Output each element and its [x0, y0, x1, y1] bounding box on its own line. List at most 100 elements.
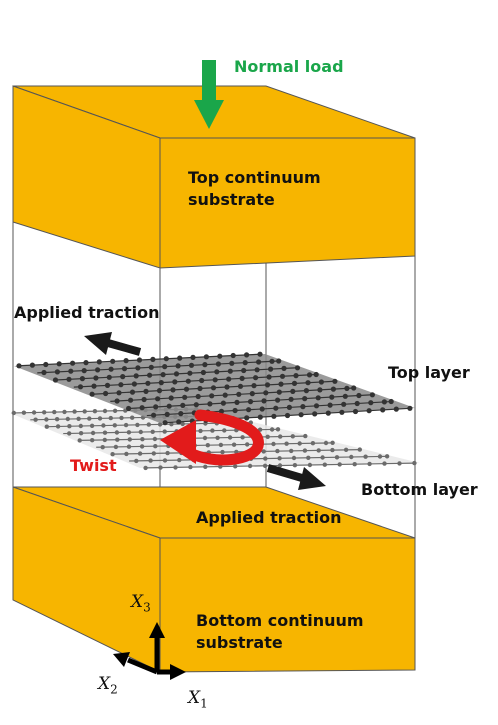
top-layer-sheet — [14, 351, 415, 426]
atom — [316, 448, 321, 453]
atom — [249, 391, 255, 397]
bottom-substrate-label: Bottom continuum substrate — [196, 611, 364, 652]
atom — [21, 410, 27, 415]
coordinate-axes-icon — [113, 622, 186, 680]
atom — [76, 416, 81, 421]
atom — [343, 447, 349, 452]
atom — [294, 365, 301, 371]
atom — [279, 373, 286, 379]
atom — [131, 381, 137, 387]
atom — [102, 408, 108, 414]
atom — [262, 463, 268, 468]
atom — [215, 361, 221, 367]
atom — [135, 422, 140, 428]
atom — [368, 400, 374, 406]
atom — [133, 373, 139, 379]
twist-label: Twist — [70, 456, 117, 475]
bottom-substrate-block — [12, 486, 416, 673]
atom — [170, 387, 176, 393]
atom — [259, 406, 265, 412]
atom — [112, 423, 118, 428]
atom — [195, 393, 201, 400]
atom — [234, 399, 240, 405]
atom — [43, 361, 49, 368]
atom — [81, 368, 87, 374]
atom — [193, 402, 199, 408]
atom — [165, 450, 170, 456]
atom — [263, 390, 269, 396]
atom — [251, 383, 257, 389]
atom — [175, 363, 181, 369]
atom — [110, 452, 115, 457]
atom — [173, 371, 180, 377]
atom — [276, 358, 282, 364]
normal-load-label: Normal load — [234, 57, 344, 76]
atom — [352, 462, 357, 467]
atom — [293, 373, 299, 379]
atom — [209, 393, 215, 399]
atom — [89, 391, 95, 397]
atom — [156, 388, 163, 394]
atom — [141, 396, 147, 403]
atom — [271, 441, 276, 447]
atom — [112, 408, 118, 413]
atom — [83, 360, 89, 366]
atom — [188, 464, 193, 470]
atom — [42, 410, 47, 415]
atom — [139, 405, 145, 411]
atom — [269, 358, 275, 364]
atom — [318, 379, 324, 385]
atom — [315, 395, 321, 401]
atom — [202, 435, 208, 441]
atom — [33, 417, 38, 422]
atom — [150, 429, 155, 434]
atom — [363, 454, 368, 459]
twist-arrow-icon — [160, 409, 264, 466]
atom — [332, 378, 338, 384]
atom — [330, 447, 335, 453]
atom — [266, 374, 272, 380]
normal-load-arrow-icon — [194, 60, 224, 129]
atom — [103, 390, 109, 397]
atom — [384, 454, 390, 459]
atom — [341, 401, 347, 407]
atom — [100, 445, 105, 450]
atom — [222, 392, 228, 398]
atom — [302, 448, 308, 453]
atom — [217, 353, 223, 359]
atom — [337, 462, 342, 467]
atom — [102, 437, 108, 443]
atom — [273, 405, 279, 411]
atom — [381, 399, 387, 405]
atom — [180, 402, 186, 408]
atom — [242, 360, 248, 366]
atom — [157, 422, 163, 427]
atom — [158, 465, 163, 470]
atom — [140, 437, 145, 442]
atom — [169, 422, 174, 427]
atom — [244, 352, 250, 358]
atom — [92, 409, 98, 414]
atom — [233, 464, 238, 469]
atom — [139, 444, 145, 449]
atom — [162, 420, 168, 426]
atom — [180, 421, 185, 427]
atom — [162, 458, 168, 463]
atom — [388, 398, 394, 405]
atom — [339, 409, 345, 415]
atom — [256, 359, 262, 365]
atom — [121, 366, 128, 372]
top-substrate-label: Top continuum substrate — [188, 168, 321, 209]
atom — [224, 384, 230, 390]
atom — [199, 377, 205, 384]
atom — [155, 396, 161, 402]
bottom-traction-arrow-icon — [266, 464, 326, 490]
atom — [278, 381, 284, 387]
atom — [147, 372, 153, 378]
atom — [297, 441, 302, 446]
atom — [357, 447, 362, 452]
top-layer-label: Top layer — [388, 363, 470, 382]
atom — [67, 431, 72, 436]
atom — [226, 376, 232, 382]
